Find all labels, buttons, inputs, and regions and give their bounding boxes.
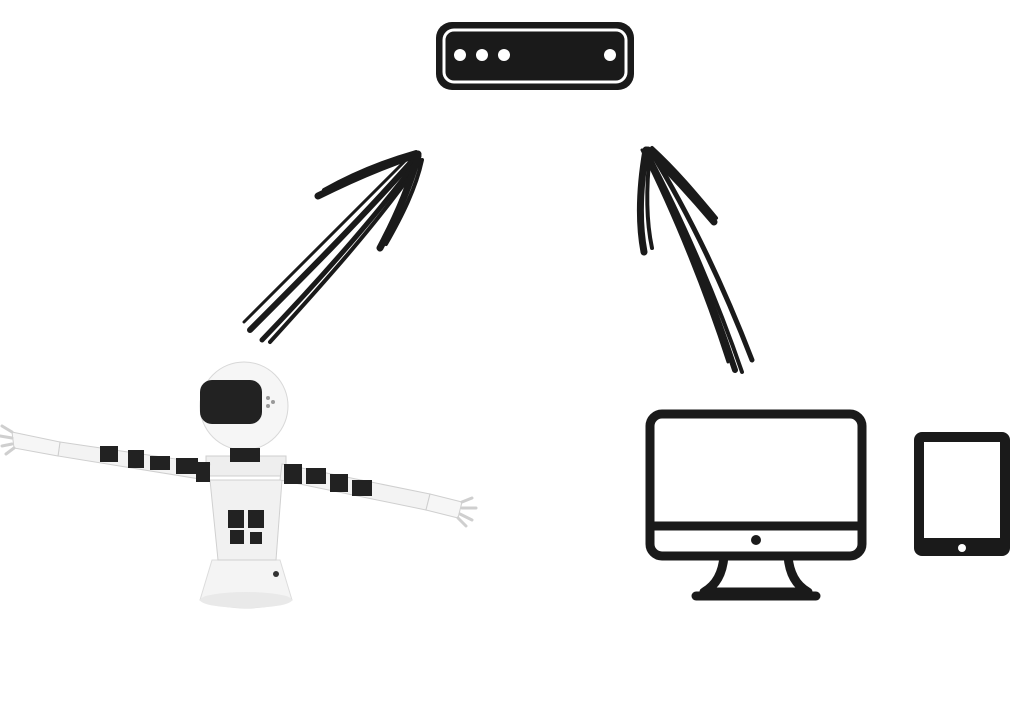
- humanoid-robot-icon: [0, 360, 480, 630]
- desktop-monitor-icon: [644, 408, 870, 604]
- server-icon: [432, 18, 638, 94]
- tablet-icon: [910, 428, 1014, 560]
